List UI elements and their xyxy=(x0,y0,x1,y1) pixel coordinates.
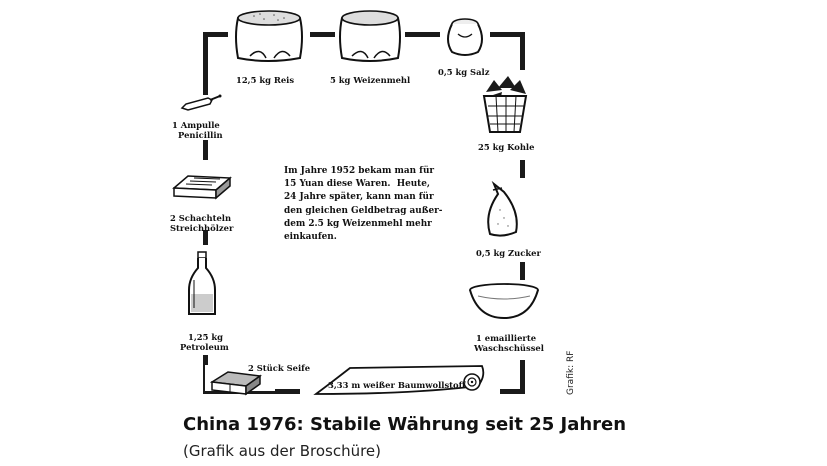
salt-pot-icon xyxy=(447,18,483,56)
label-kohle: 25 kg Kohle xyxy=(478,142,535,152)
label-penicillin-2: Penicillin xyxy=(178,130,223,140)
caption-subtitle: (Grafik aus der Broschüre) xyxy=(183,442,382,460)
label-salz: 0,5 kg Salz xyxy=(438,67,490,77)
label-petroleum-2: Petroleum xyxy=(180,342,229,352)
label-waschschuessel-2: Waschschüssel xyxy=(474,343,544,353)
kerosene-bottle-icon xyxy=(188,251,216,315)
label-streichhoelzer-2: Streichhölzer xyxy=(170,223,234,233)
cloth-roll-icon xyxy=(313,365,485,395)
label-waschschuessel-1: 1 emaillierte xyxy=(476,333,537,343)
label-baumwollstoff: 3,33 m weißer Baumwollstoff xyxy=(328,380,466,390)
label-petroleum-1: 1,25 kg xyxy=(188,332,223,342)
label-seife: 2 Stück Seife xyxy=(248,363,311,373)
label-weizenmehl: 5 kg Weizenmehl xyxy=(330,75,411,85)
ampoule-icon xyxy=(180,94,222,111)
caption-title: China 1976: Stabile Währung seit 25 Jahr… xyxy=(183,414,627,435)
label-streichhoelzer-1: 2 Schachteln xyxy=(170,213,232,223)
rice-sack-icon xyxy=(235,10,303,62)
coal-basket-icon xyxy=(482,76,528,133)
matchbox-icon xyxy=(172,175,232,200)
label-penicillin-1: 1 Ampulle xyxy=(172,120,220,130)
center-text: Im Jahre 1952 bekam man für 15 Yuan dies… xyxy=(284,166,443,243)
wash-bowl-icon xyxy=(469,283,539,320)
soap-bars-icon xyxy=(210,371,262,396)
label-reis: 12,5 kg Reis xyxy=(236,75,295,85)
label-zucker: 0,5 kg Zucker xyxy=(476,248,541,258)
flour-sack-icon xyxy=(339,10,401,62)
sugar-bag-icon xyxy=(487,180,518,237)
graphic-credit: Grafik: RF xyxy=(566,350,576,395)
